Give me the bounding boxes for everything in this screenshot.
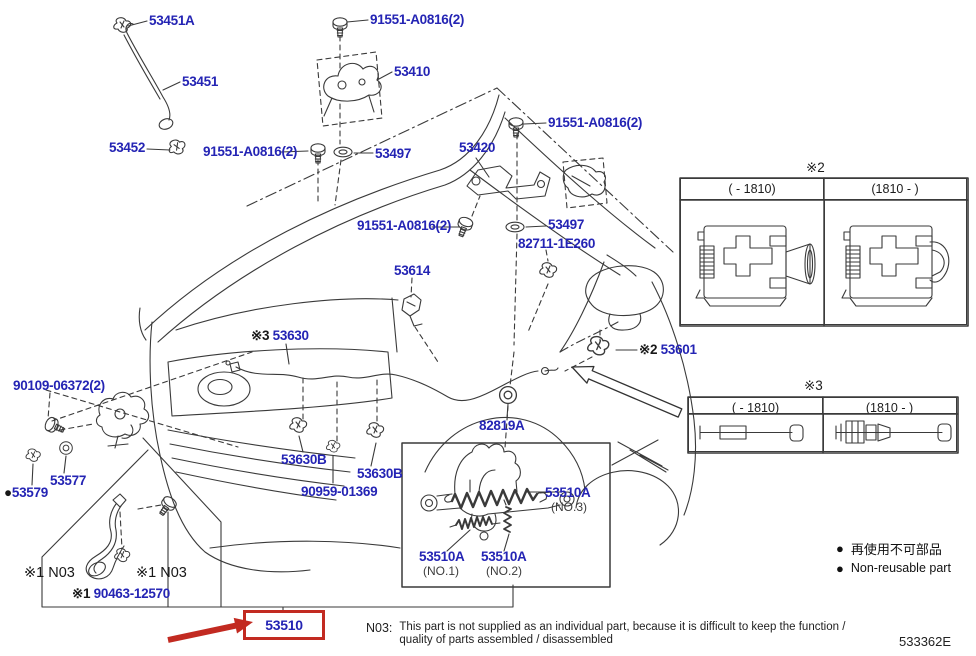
part-label: (NO.3): [551, 501, 587, 514]
table-2-col-early: ( - 1810): [731, 401, 780, 415]
part-label: 53497: [375, 146, 412, 161]
part-number-text: 91551-A0816(2): [203, 144, 298, 159]
part-number-text: 53579: [11, 485, 48, 500]
reference-mark: ※3: [251, 328, 273, 343]
part-label: 53510A: [481, 549, 527, 564]
part-number-text: 91551-A0816(2): [370, 12, 465, 27]
footnote-label: N03:: [366, 621, 393, 635]
part-label: ※1 N03: [136, 565, 187, 581]
part-label: 53630B: [281, 452, 327, 467]
part-number-text: 53497: [375, 146, 412, 161]
part-number-text: 53451A: [149, 13, 195, 28]
part-number-text: 53614: [394, 263, 431, 278]
document-code: 533362E: [899, 634, 952, 649]
footnote: N03: This part is not supplied as an ind…: [366, 621, 845, 647]
part-label: (NO.2): [486, 565, 522, 578]
latch-inset: [401, 442, 611, 588]
table-2-title: ※3: [804, 378, 823, 393]
part-number-text: 53510A: [481, 549, 527, 564]
callout-arrows: [167, 365, 683, 643]
part-number-text: 82819A: [479, 418, 525, 433]
part-label: ※3 53630: [251, 328, 309, 343]
part-label: 53420: [459, 140, 496, 155]
part-number-text: 82711-1E260: [518, 236, 596, 251]
reference-mark: ※1: [72, 586, 94, 601]
part-label: 90959-01369: [301, 484, 378, 499]
part-number-text: (NO.2): [486, 564, 522, 578]
part-number-text: 53630B: [281, 452, 327, 467]
part-number-text: 91551-A0816(2): [548, 115, 643, 130]
car-outline: [138, 87, 697, 573]
footnote-line2: quality of parts assembled / disassemble…: [399, 634, 613, 647]
part-number-text: (NO.3): [551, 500, 587, 514]
reference-mark: ※2: [639, 342, 661, 357]
part-label: 91551-A0816(2): [203, 144, 298, 159]
part-label: 91551-A0816(2): [548, 115, 643, 130]
legend-item-en: ● Non-reusable part: [836, 561, 951, 575]
part-number-text: 53630: [272, 328, 309, 343]
part-label: ●53579: [4, 485, 48, 500]
part-label: ※1 N03: [24, 565, 75, 581]
part-label: 53497: [548, 217, 585, 232]
part-label: ※1 90463-12570: [72, 586, 171, 601]
table-1-col-early: ( - 1810): [728, 182, 776, 196]
part-label: 82711-1E260: [518, 236, 596, 251]
leader-lines-dashed: [45, 35, 608, 550]
reference-mark: ●: [4, 485, 12, 500]
legend-text-en: Non-reusable part: [850, 561, 951, 575]
legend: ● 再使用不可部品 ● Non-reusable part: [836, 539, 951, 578]
part-number-text: 53577: [50, 473, 87, 488]
part-label: 53510A: [545, 485, 591, 500]
part-number-text: 53630B: [357, 466, 403, 481]
part-number-text: 53601: [660, 342, 697, 357]
highlighted-part-number: 53510: [265, 617, 303, 633]
black-dot-icon: ●: [836, 541, 844, 556]
red-arrow-icon: [167, 617, 253, 643]
legend-item-jp: ● 再使用不可部品: [836, 539, 951, 558]
table-1-title: ※2: [806, 160, 825, 175]
part-number-text: 53510A: [545, 485, 591, 500]
black-dot-icon: ●: [836, 560, 844, 576]
part-label: 53452: [109, 140, 146, 155]
part-number-text: 91551-A0816(2): [357, 218, 452, 233]
part-number-text: (NO.1): [423, 564, 459, 578]
part-number-text: 53420: [459, 140, 496, 155]
part-label: 53614: [394, 263, 431, 278]
part-label: 53451: [182, 74, 219, 89]
part-number-text: 90959-01369: [301, 484, 378, 499]
part-label: (NO.1): [423, 565, 459, 578]
part-label: 82819A: [479, 418, 525, 433]
part-label: 53630B: [357, 466, 403, 481]
part-number-text: 53410: [394, 64, 431, 79]
part-label: 53510A: [419, 549, 465, 564]
footnote-line1: This part is not supplied as an individu…: [399, 621, 846, 633]
part-label: 91551-A0816(2): [370, 12, 465, 27]
part-label: 90109-06372(2): [13, 378, 105, 393]
highlighted-part-box: 53510: [243, 610, 325, 640]
part-number-text: 53497: [548, 217, 585, 232]
part-number-text: 53452: [109, 140, 146, 155]
part-number-text: 90109-06372(2): [13, 378, 105, 393]
part-number-text: 53510A: [419, 549, 465, 564]
table-artwork: [679, 177, 969, 454]
part-label: 53451A: [149, 13, 195, 28]
legend-text-jp: 再使用不可部品: [850, 542, 942, 557]
part-number-text: 53451: [182, 74, 219, 89]
part-number-text: ※1 N03: [24, 565, 75, 581]
part-label: 91551-A0816(2): [357, 218, 452, 233]
leader-lines-solid: [31, 19, 638, 486]
part-label: ※2 53601: [639, 342, 697, 357]
part-glyphs: [25, 17, 610, 580]
part-number-text: ※1 N03: [136, 565, 187, 581]
part-label: 53577: [50, 473, 87, 488]
part-number-text: 90463-12570: [93, 586, 171, 601]
part-label: 53410: [394, 64, 431, 79]
outline-arrow-icon: [571, 365, 683, 418]
